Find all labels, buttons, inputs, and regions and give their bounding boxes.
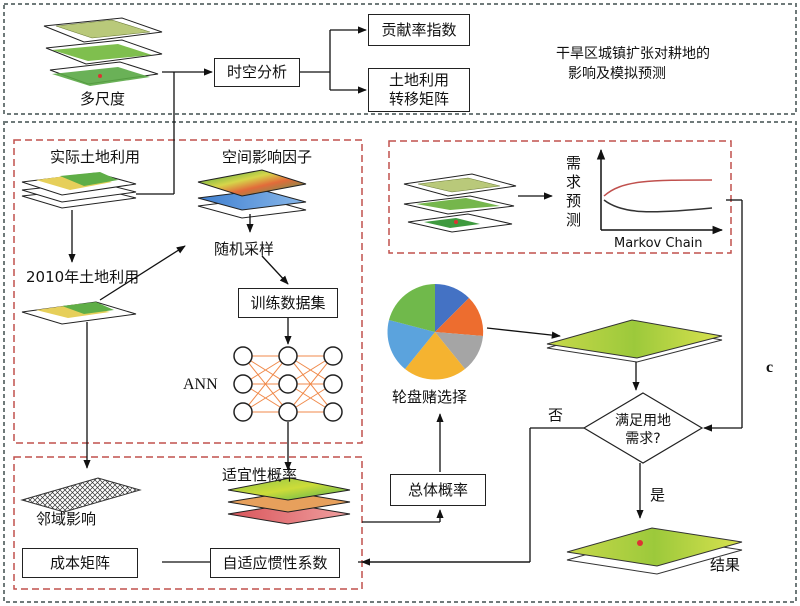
satisfy-line2: 需求? [625, 431, 661, 447]
no-label: 否 [548, 406, 564, 424]
suitability-map-stack [227, 477, 351, 525]
spatial-factors-label: 空间影响因子 [222, 148, 313, 166]
ann-network-diagram [233, 346, 343, 422]
suitability-label: 适宜性概率 [222, 466, 298, 484]
adaptive-inertia-box: 自适应惯性系数 [210, 548, 340, 578]
spatial-factor-map-stack [197, 169, 307, 219]
bottom-region-border [3, 121, 797, 603]
ann-module-border [13, 139, 363, 444]
demand-char-1: 需 [566, 154, 582, 172]
total-probability-box: 总体概率 [390, 474, 486, 506]
actual-landuse-map-stack [21, 172, 137, 209]
decision-diamond [582, 392, 704, 464]
transfer-box-line2: 转移矩阵 [388, 90, 449, 108]
figure-title: 干旱区城镇扩张对耕地的 影响及模拟预测 [556, 44, 710, 84]
roulette-label: 轮盘赌选择 [392, 388, 468, 406]
cost-matrix-box: 成本矩阵 [22, 548, 138, 578]
transfer-matrix-box: 土地利用 转移矩阵 [368, 68, 470, 112]
markov-module-border [388, 140, 732, 254]
ca-module-border [13, 456, 363, 590]
demand-char-2: 求 [566, 173, 582, 191]
top-region-border [3, 3, 797, 115]
random-sampling-label: 随机采样 [214, 240, 275, 258]
title-line1: 干旱区城镇扩张对耕地的 [556, 46, 710, 62]
actual-landuse-label: 实际土地利用 [50, 148, 141, 166]
spatiotemporal-analysis-box: 时空分析 [214, 58, 300, 87]
landuse-2010-map [21, 301, 137, 325]
markov-curve-chart [596, 148, 724, 235]
demand-char-4: 测 [566, 211, 582, 229]
contribution-index-box: 贡献率指数 [368, 14, 470, 46]
landuse-2010-label: 2010年土地利用 [26, 268, 140, 286]
training-set-box: 训练数据集 [238, 288, 338, 318]
title-line2: 影响及模拟预测 [568, 66, 666, 82]
roulette-pie-chart [387, 283, 484, 380]
result-map-stack [566, 527, 743, 575]
satisfy-line1: 满足用地 [615, 413, 671, 429]
side-letter-label: c [766, 359, 774, 376]
result-label: 结果 [710, 556, 741, 574]
transfer-box-line1: 土地利用 [388, 71, 449, 89]
yes-label: 是 [650, 486, 666, 504]
demand-char-3: 预 [566, 192, 582, 210]
multiscale-map-stack [43, 17, 163, 86]
neighborhood-grid [20, 477, 142, 513]
simulated-map [546, 319, 723, 363]
markov-chain-label: Markov Chain [614, 236, 703, 251]
multiscale-label: 多尺度 [80, 90, 126, 108]
ann-label: ANN [183, 376, 218, 393]
neighborhood-label: 邻域影响 [36, 510, 97, 528]
markov-map-stack [403, 173, 517, 233]
